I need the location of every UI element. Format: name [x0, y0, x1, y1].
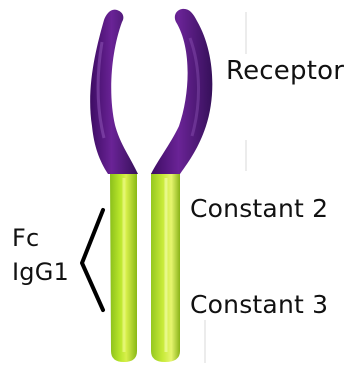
constant-2-label: Constant 2	[190, 194, 328, 223]
fc-bracket	[82, 210, 103, 310]
igg1-label: IgG1	[12, 258, 69, 286]
fc-label: Fc	[12, 224, 39, 252]
receptor-label: Receptor	[226, 56, 344, 86]
right-receptor-arm	[151, 9, 212, 174]
constant-3-label: Constant 3	[190, 290, 328, 319]
